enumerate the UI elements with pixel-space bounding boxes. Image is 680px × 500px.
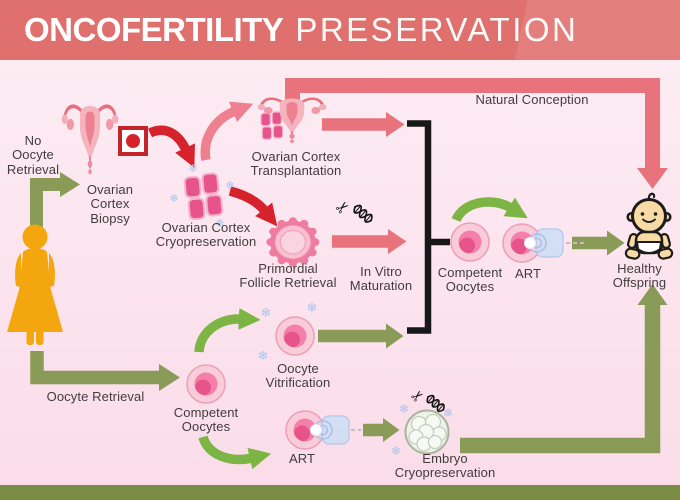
embryo-snowflakes: ❄ ❄ ❄ (391, 402, 453, 458)
snowflake-icon: ❄ (443, 406, 453, 420)
cryo-snowflakes: ❄ ❄ ❄ ❄ (169, 163, 234, 230)
label-art-upper: ART (514, 266, 542, 281)
snowflake-icon: ❄ (169, 193, 178, 205)
competent-oocyte-lower-icon (187, 365, 225, 403)
merge-bracket (407, 120, 450, 334)
biopsy-marker-icon (118, 126, 148, 156)
snowflake-icon: ❄ (215, 218, 224, 230)
label-healthy-offspring: Healthy Offspring (612, 261, 667, 291)
arrow-transplant-to-bracket (322, 112, 405, 137)
vitrification-snowflakes: ❄ ❄ ❄ (258, 300, 318, 363)
title-preservation: PRESERVATION (295, 11, 579, 48)
label-natural-conception: Natural Conception (475, 92, 589, 107)
label-ovarian-cortex-transplantation: Ovarian Cortex Transplantation (250, 149, 342, 179)
snowflake-icon: ❄ (399, 402, 409, 416)
arrow-oocyte-retrieval-elbow (30, 351, 180, 391)
arrow-biopsy-up-elbow (30, 172, 80, 228)
arrow-competent-to-vitrification (194, 307, 261, 353)
snowflake-icon: ❄ (258, 348, 269, 363)
arrow-embryo-to-offspring-elbow (460, 284, 668, 454)
snowflake-icon: ❄ (307, 300, 318, 315)
label-oocyte-retrieval: Oocyte Retrieval (46, 389, 145, 404)
embryo-icon (404, 409, 450, 455)
cortex-tissue-cryo-icon (183, 172, 224, 221)
scissors-icon: ✂ (333, 197, 354, 219)
vitrified-oocyte-icon (276, 317, 314, 355)
label-ovarian-cortex-cryopreservation: Ovarian Cortex Cryopreservation (155, 220, 257, 250)
natural-conception-path (285, 78, 668, 189)
label-art-lower: ART (288, 451, 316, 466)
arrow-vitrification-to-bracket (318, 323, 404, 349)
snowflake-icon: ❄ (391, 444, 401, 458)
woman-icon (7, 224, 63, 345)
dna-scissors-embryo-icon: ✂ (408, 386, 447, 414)
label-in-vitro-maturation: In Vitro Maturation (349, 264, 413, 294)
label-oocyte-vitrification: Oocyte Vitrification (265, 361, 331, 391)
label-ovarian-cortex-biopsy: Ovarian Cortex Biopsy (86, 182, 134, 226)
arrow-art-to-offspring (572, 230, 625, 256)
primordial-follicle-icon (266, 217, 320, 267)
arrow-ivm-to-bracket (332, 229, 407, 254)
label-competent-oocytes-upper: Competent Oocytes (437, 265, 503, 295)
art-pipette-lower-icon (309, 415, 361, 445)
title-oncofertility: ONCOFERTILITY (24, 11, 284, 48)
label-competent-oocytes-lower: Competent Oocytes (173, 405, 239, 435)
label-primordial-follicle-retrieval: Primordial Follicle Retrieval (239, 261, 337, 291)
scissors-icon: ✂ (408, 386, 429, 407)
footer-band (0, 485, 680, 500)
snowflake-icon: ❄ (188, 163, 197, 175)
label-embryo-cryopreservation: Embryo Cryopreservation (394, 451, 496, 481)
art-pipette-upper-icon (523, 228, 586, 258)
arrow-competent-to-art-upper (451, 197, 528, 223)
arrow-art-to-embryo (363, 418, 400, 442)
arrow-competent-to-art-lower (198, 435, 272, 470)
competent-oocyte-upper-icon (451, 223, 489, 261)
snowflake-icon: ❄ (261, 305, 272, 320)
arrow-cryo-to-follicle (228, 186, 278, 227)
dna-icon (351, 202, 375, 225)
cortex-tissue-transplant-icon (260, 111, 284, 140)
snowflake-icon: ❄ (225, 180, 234, 192)
arrow-biopsy-to-cryo (147, 125, 195, 168)
dna-scissors-ivm-icon: ✂ (333, 197, 375, 225)
label-no-oocyte-retrieval: No Oocyte Retrieval (6, 133, 60, 177)
uterus-biopsy-icon (59, 103, 121, 177)
baby-icon (624, 192, 674, 260)
arrow-cryo-to-transplant (200, 101, 254, 161)
